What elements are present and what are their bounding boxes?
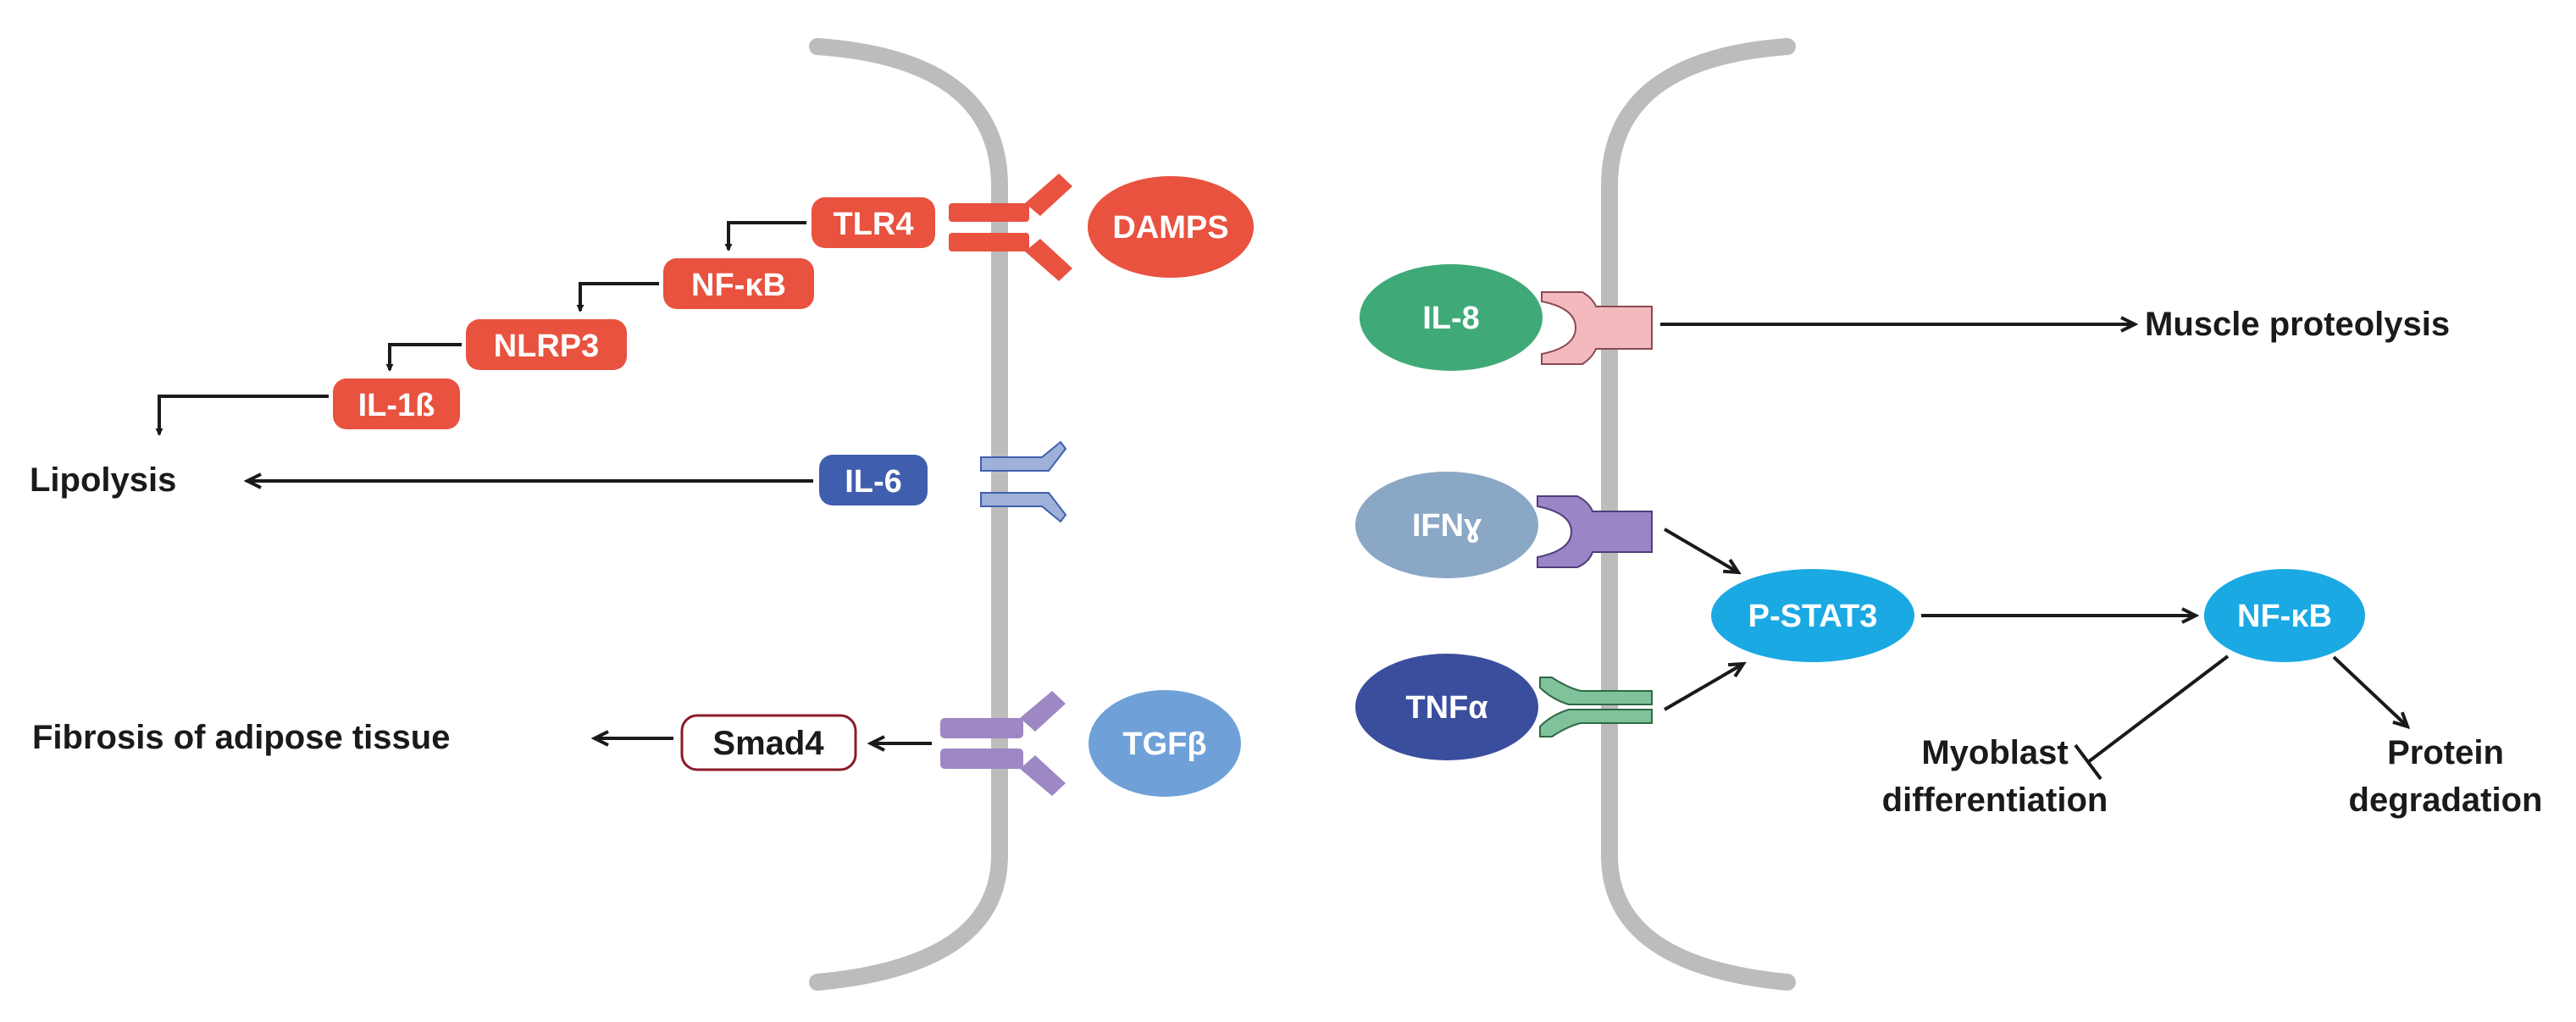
- tgfb-label: TGFβ: [1122, 726, 1206, 762]
- muscle-proteolysis-label: Muscle proteolysis: [2145, 306, 2450, 343]
- il1b-label: IL-1ß: [358, 388, 435, 423]
- il1b-box: [333, 378, 460, 429]
- il1b-to-lipolysis-arrow: [155, 395, 329, 436]
- nlrp3-label: NLRP3: [494, 329, 600, 364]
- il6-label: IL-6: [845, 464, 902, 500]
- nfkb-right-label: NF-κB: [2237, 599, 2332, 634]
- tgfb-receptor: [940, 691, 1066, 796]
- nfkb-inhibits-myoblast-line: [2086, 655, 2230, 764]
- nlrp3-to-il1b-arrow: [385, 343, 462, 372]
- tnfa-to-pstat3-arrow: [1663, 664, 1743, 711]
- left-cell-membrane: [809, 38, 1008, 991]
- tlr4-receptor: [949, 174, 1072, 281]
- ifng-ellipse: [1355, 472, 1538, 578]
- right-cell-membrane: [1601, 38, 1796, 991]
- nfkb-to-protein-degradation-arrow: [2332, 655, 2407, 726]
- inhibition-bar: [2074, 743, 2102, 781]
- il8-ellipse: [1360, 264, 1543, 371]
- lipolysis-label: Lipolysis: [30, 461, 176, 499]
- tlr4-box: [812, 197, 935, 248]
- il8-label: IL-8: [1422, 301, 1480, 336]
- myoblast-label-line2: differentiation: [1882, 782, 2108, 819]
- smad4-box: [680, 714, 857, 771]
- fibrosis-label: Fibrosis of adipose tissue: [32, 719, 450, 756]
- nfkb-right-ellipse: [2204, 569, 2365, 662]
- damps-ellipse: [1088, 176, 1254, 278]
- protein-label-line2: degradation: [2349, 782, 2543, 819]
- nfkb-left-label: NF-κB: [691, 268, 786, 303]
- il8-receptor: [1541, 291, 1653, 365]
- tlr4-label: TLR4: [834, 207, 914, 242]
- pstat3-label: P-STAT3: [1748, 599, 1878, 634]
- tnfa-ellipse: [1355, 654, 1538, 760]
- tgfb-ellipse: [1089, 690, 1241, 797]
- protein-label-line1: Protein: [2387, 734, 2504, 771]
- damps-label: DAMPS: [1112, 210, 1228, 246]
- ifng-to-pstat3-arrow: [1663, 528, 1738, 572]
- smad4-label: Smad4: [712, 725, 824, 762]
- ifng-label: IFNɣ: [1412, 508, 1482, 544]
- tnfa-receptor: [1539, 677, 1653, 737]
- nfkb-to-nlrp3-arrow: [576, 282, 659, 312]
- il6-receptor: [980, 440, 1067, 523]
- tlr4-to-nfkb-arrow: [724, 221, 806, 251]
- il6-box: [819, 455, 928, 505]
- pstat3-ellipse: [1711, 569, 1914, 662]
- nlrp3-box: [466, 319, 627, 370]
- myoblast-label-line1: Myoblast: [1921, 734, 2068, 771]
- ifng-receptor: [1537, 495, 1653, 568]
- tnfa-label: TNFα: [1405, 690, 1487, 726]
- nfkb-left-box: [663, 258, 814, 309]
